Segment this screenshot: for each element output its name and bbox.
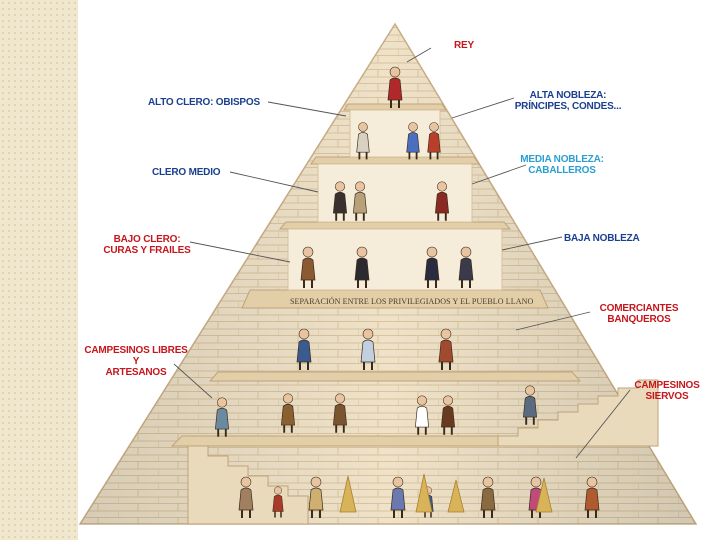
tailor-figure bbox=[414, 395, 430, 435]
label-comerciantes-line2: BANQUEROS bbox=[607, 314, 671, 325]
harvester-figure bbox=[390, 476, 406, 518]
label-campesinos-libres-line3: ARTESANOS bbox=[105, 367, 167, 378]
label-campesinos-libres-line1: CAMPESINOS LIBRES bbox=[84, 345, 188, 356]
minor-noble-figure-2 bbox=[458, 246, 474, 288]
abbot-figure bbox=[332, 181, 348, 221]
knight-figure bbox=[434, 181, 450, 221]
merchant-figure bbox=[296, 328, 312, 370]
potter-figure bbox=[584, 476, 600, 518]
label-media-nobleza-line1: MEDIA NOBLEZA: bbox=[520, 154, 604, 165]
label-bajo-clero: BAJO CLERO: CURAS Y FRAILES bbox=[102, 234, 192, 256]
stair-peasant-figure bbox=[522, 385, 538, 425]
label-campesinos-siervos: CAMPESINOS SIERVOS bbox=[624, 380, 710, 402]
priest-figure bbox=[354, 246, 370, 288]
banker-figure bbox=[360, 328, 376, 370]
label-media-nobleza-line2: CABALLEROS bbox=[528, 165, 596, 176]
label-bajo-clero-line1: BAJO CLERO: bbox=[113, 234, 181, 245]
reaper-figure bbox=[308, 476, 324, 518]
label-campesinos-siervos-line1: CAMPESINOS bbox=[634, 380, 700, 391]
minor-noble-figure bbox=[424, 246, 440, 288]
label-rey: REY bbox=[454, 40, 474, 51]
king-figure bbox=[387, 66, 403, 108]
serf-figure bbox=[238, 476, 254, 518]
wheat-sheaves bbox=[339, 473, 553, 513]
social-pyramid-diagram bbox=[78, 22, 698, 525]
free-peasant-figure bbox=[214, 397, 230, 437]
label-comerciantes: COMERCIANTES BANQUEROS bbox=[584, 303, 694, 325]
friar-figure bbox=[300, 246, 316, 288]
leader-lines bbox=[173, 47, 631, 459]
label-media-nobleza: MEDIA NOBLEZA: CABALLEROS bbox=[512, 154, 612, 176]
label-separacion: SEPARACIÓN ENTRE LOS PRIVILEGIADOS Y EL … bbox=[290, 297, 534, 306]
serf-child-figure bbox=[272, 486, 284, 518]
label-bajo-clero-line2: CURAS Y FRAILES bbox=[103, 245, 191, 256]
label-clero-medio: CLERO MEDIO bbox=[152, 167, 221, 178]
label-alta-nobleza: ALTA NOBLEZA: PRÍNCIPES, CONDES... bbox=[498, 90, 638, 112]
craftsman-figure bbox=[280, 393, 296, 433]
monk-figure bbox=[352, 181, 368, 221]
noble-lady-figure bbox=[406, 122, 420, 160]
label-campesinos-libres: CAMPESINOS LIBRES Y ARTESANOS bbox=[84, 345, 188, 378]
decorative-side-strip bbox=[0, 0, 78, 540]
label-comerciantes-line1: COMERCIANTES bbox=[599, 303, 679, 314]
label-campesinos-libres-line2: Y bbox=[132, 356, 140, 367]
label-campesinos-siervos-line2: SIERVOS bbox=[645, 391, 689, 402]
staircase-right bbox=[497, 379, 659, 447]
slide: REY ALTO CLERO: OBISPOS ALTA NOBLEZA: PR… bbox=[78, 0, 720, 540]
binder-figure bbox=[480, 476, 496, 518]
label-alta-nobleza-line1: ALTA NOBLEZA: bbox=[529, 90, 607, 101]
label-alta-nobleza-line2: PRÍNCIPES, CONDES... bbox=[514, 101, 622, 112]
prince-figure bbox=[427, 122, 441, 160]
artisan-figure bbox=[440, 395, 456, 435]
label-baja-nobleza: BAJA NOBLEZA bbox=[564, 233, 640, 244]
wealthy-lady-figure bbox=[438, 328, 454, 370]
bishop-figure bbox=[356, 122, 370, 160]
carpenter-figure bbox=[332, 393, 348, 433]
label-alto-clero: ALTO CLERO: OBISPOS bbox=[148, 97, 260, 108]
